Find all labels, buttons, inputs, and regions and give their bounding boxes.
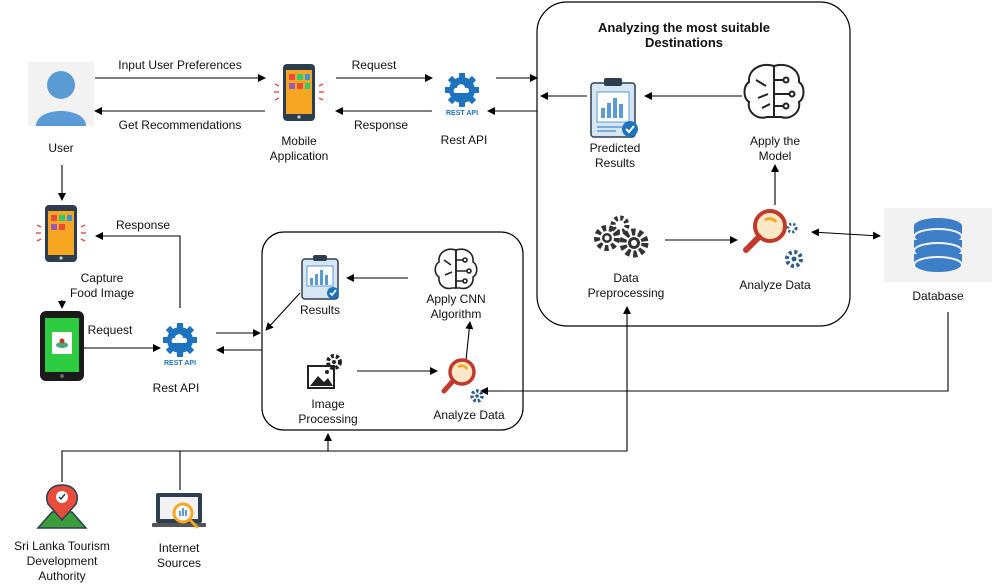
line-sources-bus (61, 306, 631, 482)
rest-api-icon-text: REST API (446, 110, 478, 117)
database-label: Database (912, 289, 964, 303)
arrow-results-to-box-edge-2 (265, 292, 301, 331)
results-label: Results (299, 303, 340, 317)
top-box-title-line-2: Destinations (644, 35, 723, 50)
rest-api-icon-2: REST API (163, 323, 197, 367)
laptop-chart-icon (152, 493, 206, 529)
apply-cnn-algorithm-line-1: Apply CNN (426, 292, 486, 306)
top-box-title-line-1: Analyzing the most suitable (598, 20, 770, 35)
magnifier-gear-icon (743, 209, 803, 268)
arrow-response-to-phone (95, 232, 181, 308)
data-preprocessing-line-1: Data (613, 271, 639, 285)
internet-sources-line-2: Sources (156, 556, 202, 570)
edge-request-left: Request (87, 323, 133, 337)
connectors (58, 74, 949, 490)
image-gear-icon (307, 354, 342, 389)
database-icon (884, 208, 992, 282)
capture-food-image-line-1: Capture (80, 271, 124, 285)
phone-camera-icon (36, 205, 86, 262)
arrow-analyze-to-cnn (465, 321, 474, 361)
rest-api-label-top: Rest API (440, 133, 488, 147)
user-label: User (48, 141, 74, 155)
edge-request-top: Request (351, 58, 397, 72)
brain-icon (743, 64, 805, 119)
edge-get-recommendations: Get Recommendations (118, 118, 242, 132)
predicted-results-line-2: Results (594, 156, 635, 170)
results-clipboard-icon (301, 255, 339, 300)
edge-input-user-preferences: Input User Preferences (118, 58, 242, 72)
image-processing-line-2: Processing (298, 412, 358, 426)
predicted-results-line-1: Predicted (589, 141, 641, 155)
internet-sources-line-1: Internet (158, 541, 200, 555)
rest-api-icon: REST API (445, 73, 479, 117)
analyze-data-label-top: Analyze Data (739, 278, 811, 292)
mobile-application-label: Mobile Application (254, 134, 344, 164)
arrow-database-to-analyze (480, 312, 949, 395)
sri-lanka-tourism-line-1: Sri Lanka Tourism (14, 539, 110, 553)
rest-api-icon-text-2: REST API (164, 360, 196, 367)
image-processing-label: Image Processing (286, 397, 370, 427)
sri-lanka-tourism-line-2: Development (26, 554, 98, 568)
data-preprocessing-line-2: Preprocessing (587, 286, 665, 300)
destination-analysis-container (536, 1, 851, 327)
mobile-application-line-1: Mobile (281, 134, 317, 148)
food-analysis-container (261, 231, 524, 431)
top-box-title: Analyzing the most suitable Destinations (560, 20, 808, 50)
magnifier-gear-icon-2 (441, 358, 484, 403)
data-preprocessing-label: Data Preprocessing (578, 271, 674, 301)
mobile-application-line-2: Application (269, 149, 329, 163)
apply-the-model-line-1: Apply the (749, 134, 801, 148)
mobile-app-icon (274, 64, 324, 121)
clipboard-chart-icon (590, 78, 638, 138)
arrow-analyze-database (811, 228, 881, 240)
edge-response-left: Response (115, 218, 171, 232)
analyze-data-label-bottom: Analyze Data (433, 408, 505, 422)
image-processing-line-1: Image (311, 397, 345, 411)
internet-sources-label: Internet Sources (146, 541, 212, 571)
sri-lanka-tourism-line-3: Authority (38, 569, 86, 583)
apply-cnn-algorithm-line-2: Algorithm (430, 307, 482, 321)
apply-the-model-line-2: Model (758, 149, 792, 163)
edge-response-top: Response (353, 118, 409, 132)
cnn-brain-icon (434, 248, 478, 290)
rest-api-label-bottom: Rest API (152, 381, 200, 395)
user-icon (28, 62, 94, 126)
map-pin-icon (36, 484, 88, 529)
gears-icon (594, 215, 649, 258)
apply-cnn-algorithm-label: Apply CNN Algorithm (416, 292, 496, 322)
capture-food-image-line-2: Food Image (69, 286, 135, 300)
apply-the-model-label: Apply the Model (738, 134, 812, 164)
food-photo-phone-icon (40, 311, 84, 381)
capture-food-image-label: Capture Food Image (62, 271, 142, 301)
predicted-results-label: Predicted Results (580, 141, 650, 171)
sri-lanka-tourism-label: Sri Lanka Tourism Development Authority (2, 539, 122, 584)
